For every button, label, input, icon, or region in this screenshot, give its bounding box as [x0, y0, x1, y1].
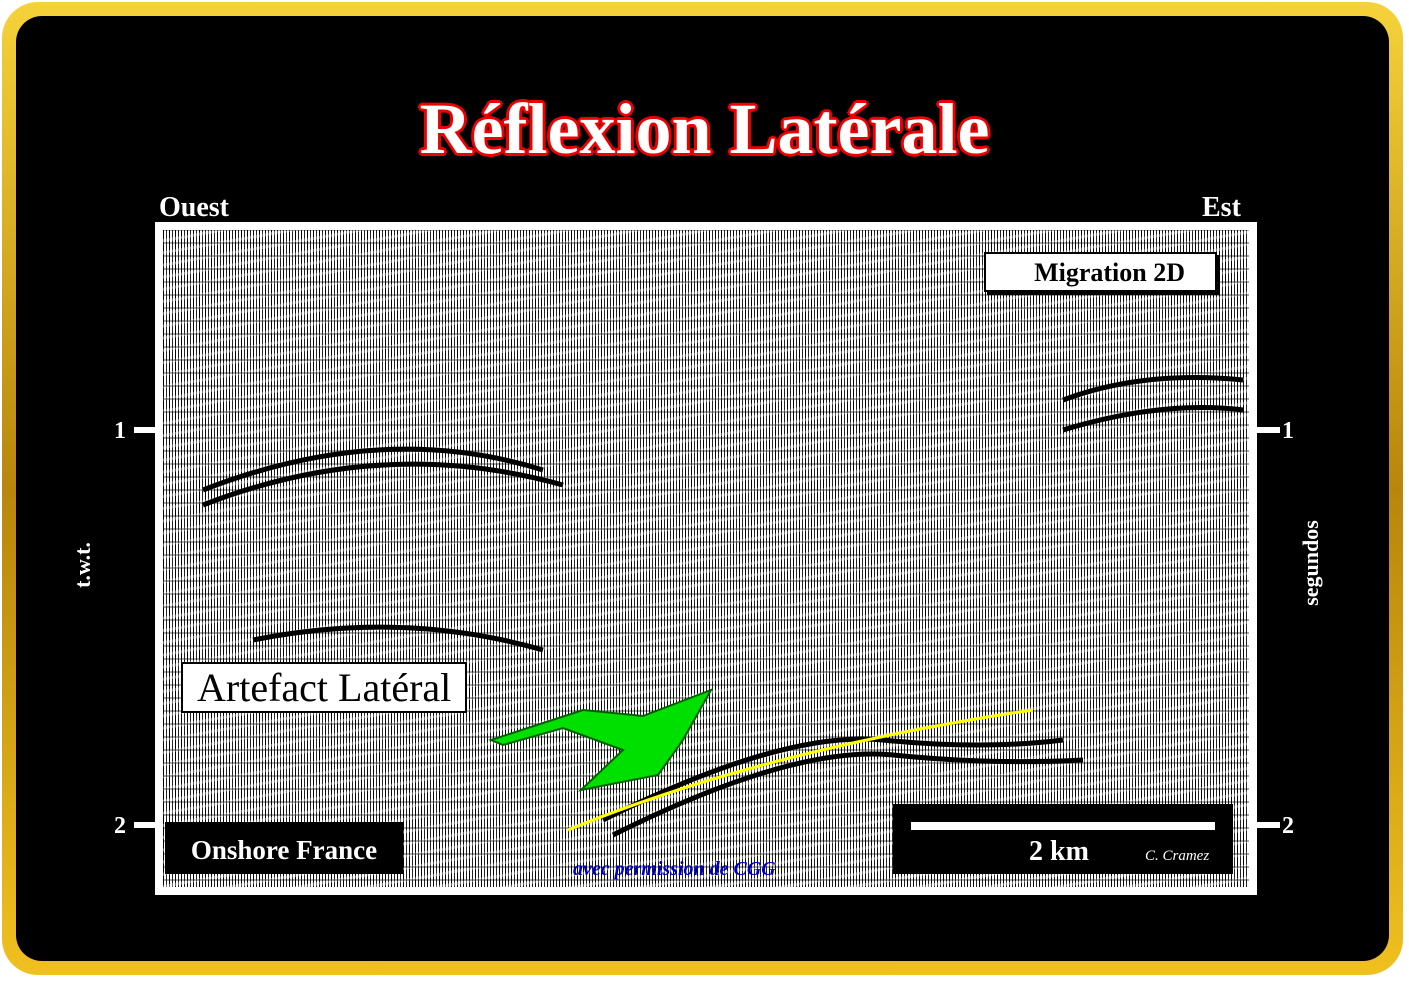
cgg-credit: avec permission de CGG	[573, 858, 776, 880]
left-tick-1	[134, 427, 158, 433]
scale-bar	[911, 822, 1215, 830]
left-tick-label-1: 1	[114, 418, 126, 444]
scale-label: 2 km	[1029, 836, 1089, 867]
left-axis-label: t.w.t.	[69, 542, 95, 588]
horizon-line	[567, 708, 1034, 832]
reflectors	[202, 375, 1244, 838]
east-label: Est	[1202, 192, 1241, 223]
right-tick-label-1: 1	[1282, 418, 1294, 444]
right-tick-2	[1256, 822, 1280, 828]
onshore-label: Onshore France	[165, 822, 403, 874]
west-label: Ouest	[159, 192, 229, 223]
migration-label: Migration 2D	[984, 252, 1217, 292]
right-axis-label: segundos	[1297, 520, 1323, 606]
right-tick-label-2: 2	[1282, 813, 1294, 839]
scale-bar-box: 2 km C. Cramez	[893, 804, 1233, 874]
right-tick-1	[1256, 427, 1280, 433]
author-credit: C. Cramez	[1145, 848, 1210, 864]
seismic-section: Migration 2D Artefact Latéral Onshore Fr…	[155, 222, 1257, 895]
artefact-label: Artefact Latéral	[181, 662, 468, 713]
green-arrow-icon	[488, 688, 714, 792]
left-tick-2	[134, 822, 158, 828]
left-tick-label-2: 2	[114, 813, 126, 839]
slide-title: Réflexion Latérale	[419, 89, 990, 169]
seismic-image	[163, 230, 1249, 887]
